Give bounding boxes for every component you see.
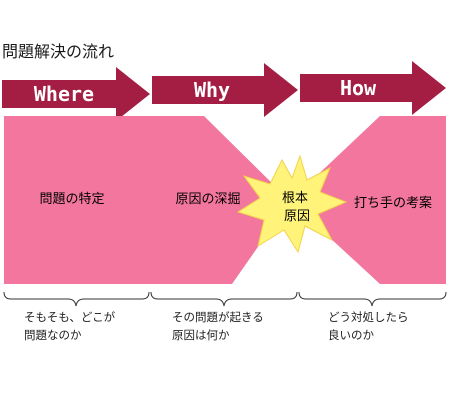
- arrow-where: [2, 67, 150, 121]
- brace-how: [298, 291, 447, 307]
- arrow-where-label: Where: [34, 82, 94, 106]
- arrow-how-label: How: [340, 76, 377, 100]
- arrow-why: [152, 63, 298, 117]
- note-why: その問題が起きる 原因は何か: [172, 310, 264, 342]
- arrow-why-label: Why: [194, 78, 230, 102]
- root-cause-line1: 根本: [282, 191, 308, 206]
- arrow-how: [300, 61, 446, 115]
- funnel-shape: [4, 116, 446, 284]
- page-title: 問題解決の流れ: [2, 42, 115, 61]
- zone-label-identify: 問題の特定: [39, 192, 104, 207]
- root-cause-burst: [236, 154, 348, 254]
- note-where: そもそも、どこが 問題なのか: [24, 310, 116, 342]
- note-how: どう対処したら 良いのか: [328, 310, 409, 342]
- brace-where: [3, 291, 150, 307]
- root-cause-line2: 原因: [284, 209, 310, 224]
- zone-label-dig: 原因の深掘: [175, 192, 240, 207]
- zone-label-solution: 打ち手の考案: [354, 196, 432, 211]
- brace-why: [150, 291, 298, 307]
